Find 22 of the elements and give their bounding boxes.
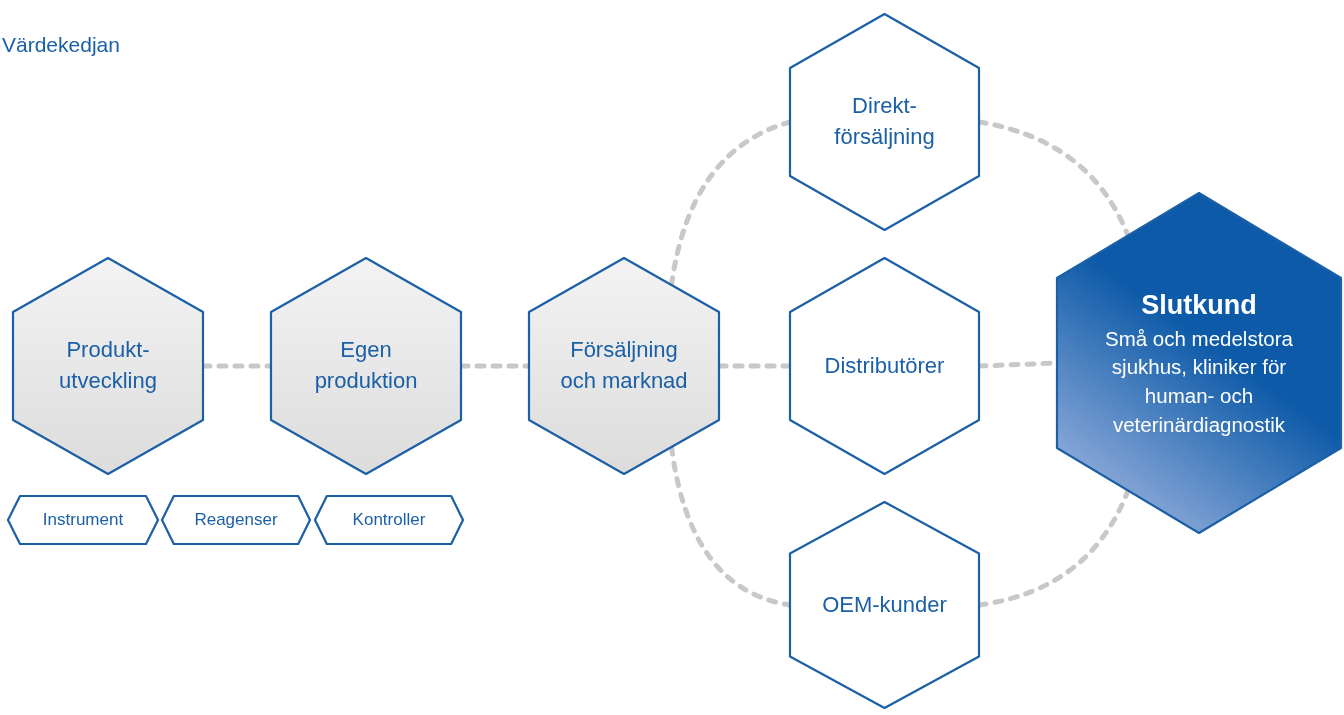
node-label: Kontroller xyxy=(352,509,426,532)
node-label: Små och medelstora sjukhus, kliniker för human- och veterinärdiagnostik xyxy=(1104,325,1294,438)
category-tab xyxy=(315,496,463,544)
node-label: Distributörer xyxy=(824,351,945,380)
channel-hexagon xyxy=(790,14,979,230)
node-label: OEM-kunder xyxy=(822,590,947,619)
node-label: Reagenser xyxy=(194,509,278,532)
node-label: Produkt- utveckling xyxy=(58,336,158,395)
node-label: Försäljning och marknad xyxy=(559,336,689,395)
node-label: Egen produktion xyxy=(313,336,419,395)
customer-hexagon xyxy=(1057,193,1341,533)
diagram-title: Värdekedjan xyxy=(2,33,120,57)
category-tab xyxy=(8,496,158,544)
category-tab xyxy=(162,496,310,544)
channel-hexagon xyxy=(790,258,979,474)
process-hexagon xyxy=(13,258,203,474)
node-label: Instrument xyxy=(42,509,124,532)
node-heading: Slutkund xyxy=(1141,288,1257,322)
node-label: Direkt- försäljning xyxy=(833,92,936,151)
process-hexagon xyxy=(529,258,719,474)
process-hexagon xyxy=(271,258,461,474)
channel-hexagon xyxy=(790,502,979,708)
